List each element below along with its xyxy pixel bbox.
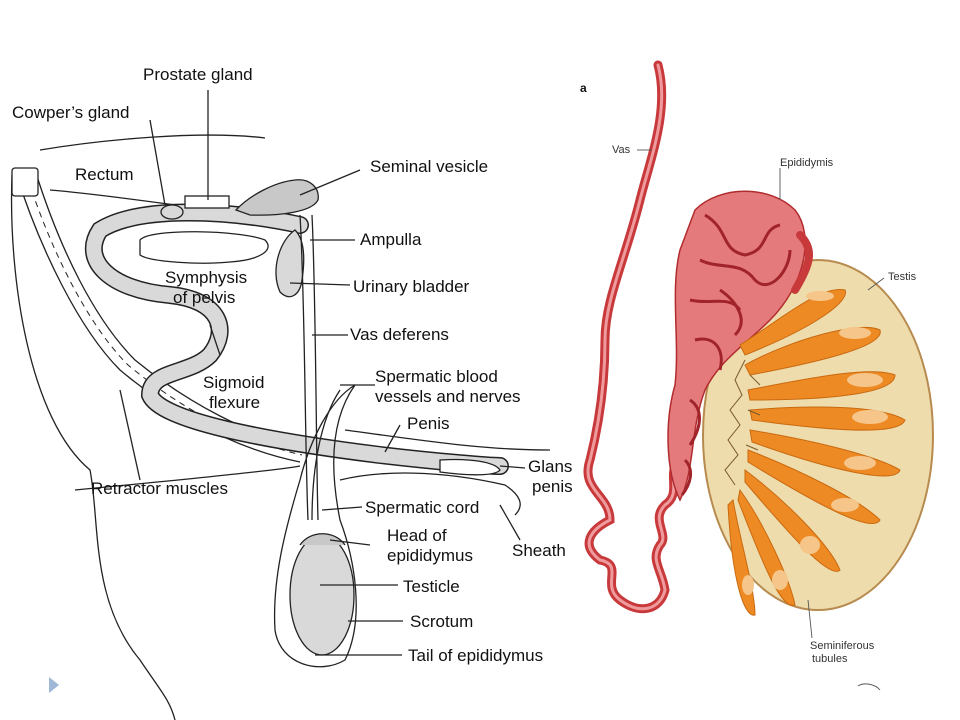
urinary-bladder-shape xyxy=(275,229,305,298)
label-tail-epididymus: Tail of epididymus xyxy=(408,646,543,665)
next-slide-triangle-icon[interactable] xyxy=(49,677,59,693)
testicle-shape xyxy=(289,534,355,656)
label-urinary-bladder: Urinary bladder xyxy=(353,277,470,296)
label-testis: Testis xyxy=(888,271,917,283)
rete-testis-lines xyxy=(724,359,761,486)
label-glans: Glans xyxy=(528,457,572,476)
panel-letter-a: a xyxy=(580,81,587,95)
label-flexure: flexure xyxy=(209,393,260,412)
body-outline xyxy=(10,134,551,720)
label-epididymis: Epididymis xyxy=(780,157,834,169)
label-seminal-vesicle: Seminal vesicle xyxy=(370,157,488,176)
label-scrotum: Scrotum xyxy=(410,612,473,631)
label-vas: Vas xyxy=(612,144,631,156)
left-labels: Prostate gland Cowper’s gland Rectum Sem… xyxy=(12,65,573,665)
epididymis-head-shape xyxy=(299,533,346,546)
right-anatomy-diagram: a xyxy=(580,60,934,691)
label-retractor-muscles: Retractor muscles xyxy=(91,479,228,498)
label-spermatic-blood: Spermatic blood xyxy=(375,367,498,386)
label-cowpers-gland: Cowper’s gland xyxy=(12,103,130,122)
label-sigmoid: Sigmoid xyxy=(203,373,264,392)
scrotum-outline xyxy=(273,384,357,668)
label-epididymus: epididymus xyxy=(387,546,473,565)
label-ampulla: Ampulla xyxy=(360,230,422,249)
cowpers-gland-shape xyxy=(160,204,184,220)
label-tubules: tubules xyxy=(812,653,848,665)
symphysis-shape xyxy=(139,231,269,264)
label-prostate-gland: Prostate gland xyxy=(143,65,253,84)
left-anatomy-diagram: Prostate gland Cowper’s gland Rectum Sem… xyxy=(10,65,573,720)
vas-deferens-line xyxy=(299,214,309,521)
prostate-gland-shape xyxy=(184,195,230,209)
label-of-pelvis: of pelvis xyxy=(173,288,235,307)
right-labels: Vas Epididymis Testis Seminiferous tubul… xyxy=(612,144,917,665)
label-rectum: Rectum xyxy=(75,165,134,184)
epididymis-mass xyxy=(667,190,814,502)
label-penis: Penis xyxy=(407,414,450,433)
seminal-vesicle-shape xyxy=(234,179,319,216)
label-seminiferous: Seminiferous xyxy=(810,640,875,652)
label-sheath: Sheath xyxy=(512,541,566,560)
label-vas-deferens: Vas deferens xyxy=(350,325,449,344)
glans-penis-shape xyxy=(439,458,501,476)
label-spermatic-cord: Spermatic cord xyxy=(365,498,479,517)
label-head-of: Head of xyxy=(387,526,447,545)
lobule-detail xyxy=(742,291,888,595)
right-leader-lines xyxy=(637,149,885,691)
leader-lines xyxy=(119,90,526,656)
label-vessels-nerves: vessels and nerves xyxy=(375,387,521,406)
label-testicle: Testicle xyxy=(403,577,460,596)
label-symphysis: Symphysis xyxy=(165,268,247,287)
label-glans-penis: penis xyxy=(532,477,573,496)
